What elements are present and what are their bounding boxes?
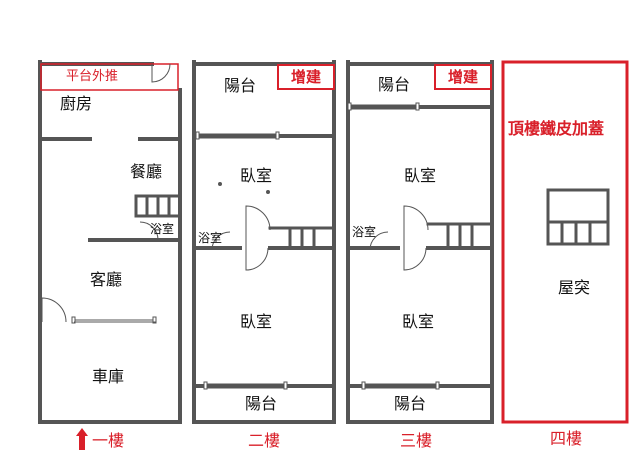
floor4-roof-stairs	[546, 188, 610, 246]
floor1-caption: 一樓	[92, 431, 125, 450]
floor3-balcony-top-label: 陽台	[378, 75, 411, 94]
floor1-stairs	[134, 194, 182, 218]
floor3-stairs	[426, 222, 494, 250]
floor3-bath-label: 浴室	[352, 225, 377, 239]
floor3-balcony-bottom-label: 陽台	[394, 394, 427, 413]
floor1-dining-label: 餐廳	[130, 162, 163, 181]
floor3-walls	[346, 60, 494, 424]
floor2-addition-badge: 增建	[277, 64, 335, 90]
floor4-caption: 四樓	[550, 429, 583, 448]
floor1-balcony-extension-label: 平台外推	[66, 69, 119, 84]
up-arrow-icon	[76, 428, 88, 450]
floor4-roof-addition-outline	[501, 60, 629, 424]
floor1-living-label: 客廳	[90, 270, 123, 289]
floor3-door-upper	[403, 205, 429, 248]
floor3-door-lower	[403, 247, 427, 271]
floor4-roof-room-label: 屋突	[558, 278, 591, 297]
floor2-door-lower	[245, 247, 269, 271]
floor1-bath-label: 浴室	[150, 222, 175, 236]
floor3-bath-door	[369, 231, 389, 251]
floor2-stairs	[268, 226, 336, 250]
floor2-door-upper	[245, 205, 271, 248]
floor2-bath-label: 浴室	[198, 231, 223, 245]
floor3-bedroom-top-label: 臥室	[404, 166, 437, 185]
floor2-caption: 二樓	[248, 431, 281, 450]
floor3-bedroom-bottom-label: 臥室	[402, 312, 435, 331]
floor1-garage-label: 車庫	[92, 367, 125, 386]
floor2-bath-door	[211, 231, 231, 251]
floor2-balcony-bottom-label: 陽台	[245, 394, 278, 413]
floor1-kitchen-label: 廚房	[60, 94, 93, 113]
floor3-caption: 三樓	[400, 431, 433, 450]
floor4-roof-addition-label: 頂樓鐵皮加蓋	[508, 119, 605, 138]
floor2-bedroom-top-label: 臥室	[240, 166, 273, 185]
floor3-addition-badge: 增建	[434, 64, 492, 90]
floor2-balcony-top-label: 陽台	[224, 76, 257, 95]
floor1-living-door	[41, 297, 67, 323]
floor1-balcony-extension	[40, 63, 179, 91]
floor1-top-door	[151, 63, 171, 83]
floor1-bath-door	[139, 221, 159, 241]
floor2-bedroom-bottom-label: 臥室	[240, 312, 273, 331]
